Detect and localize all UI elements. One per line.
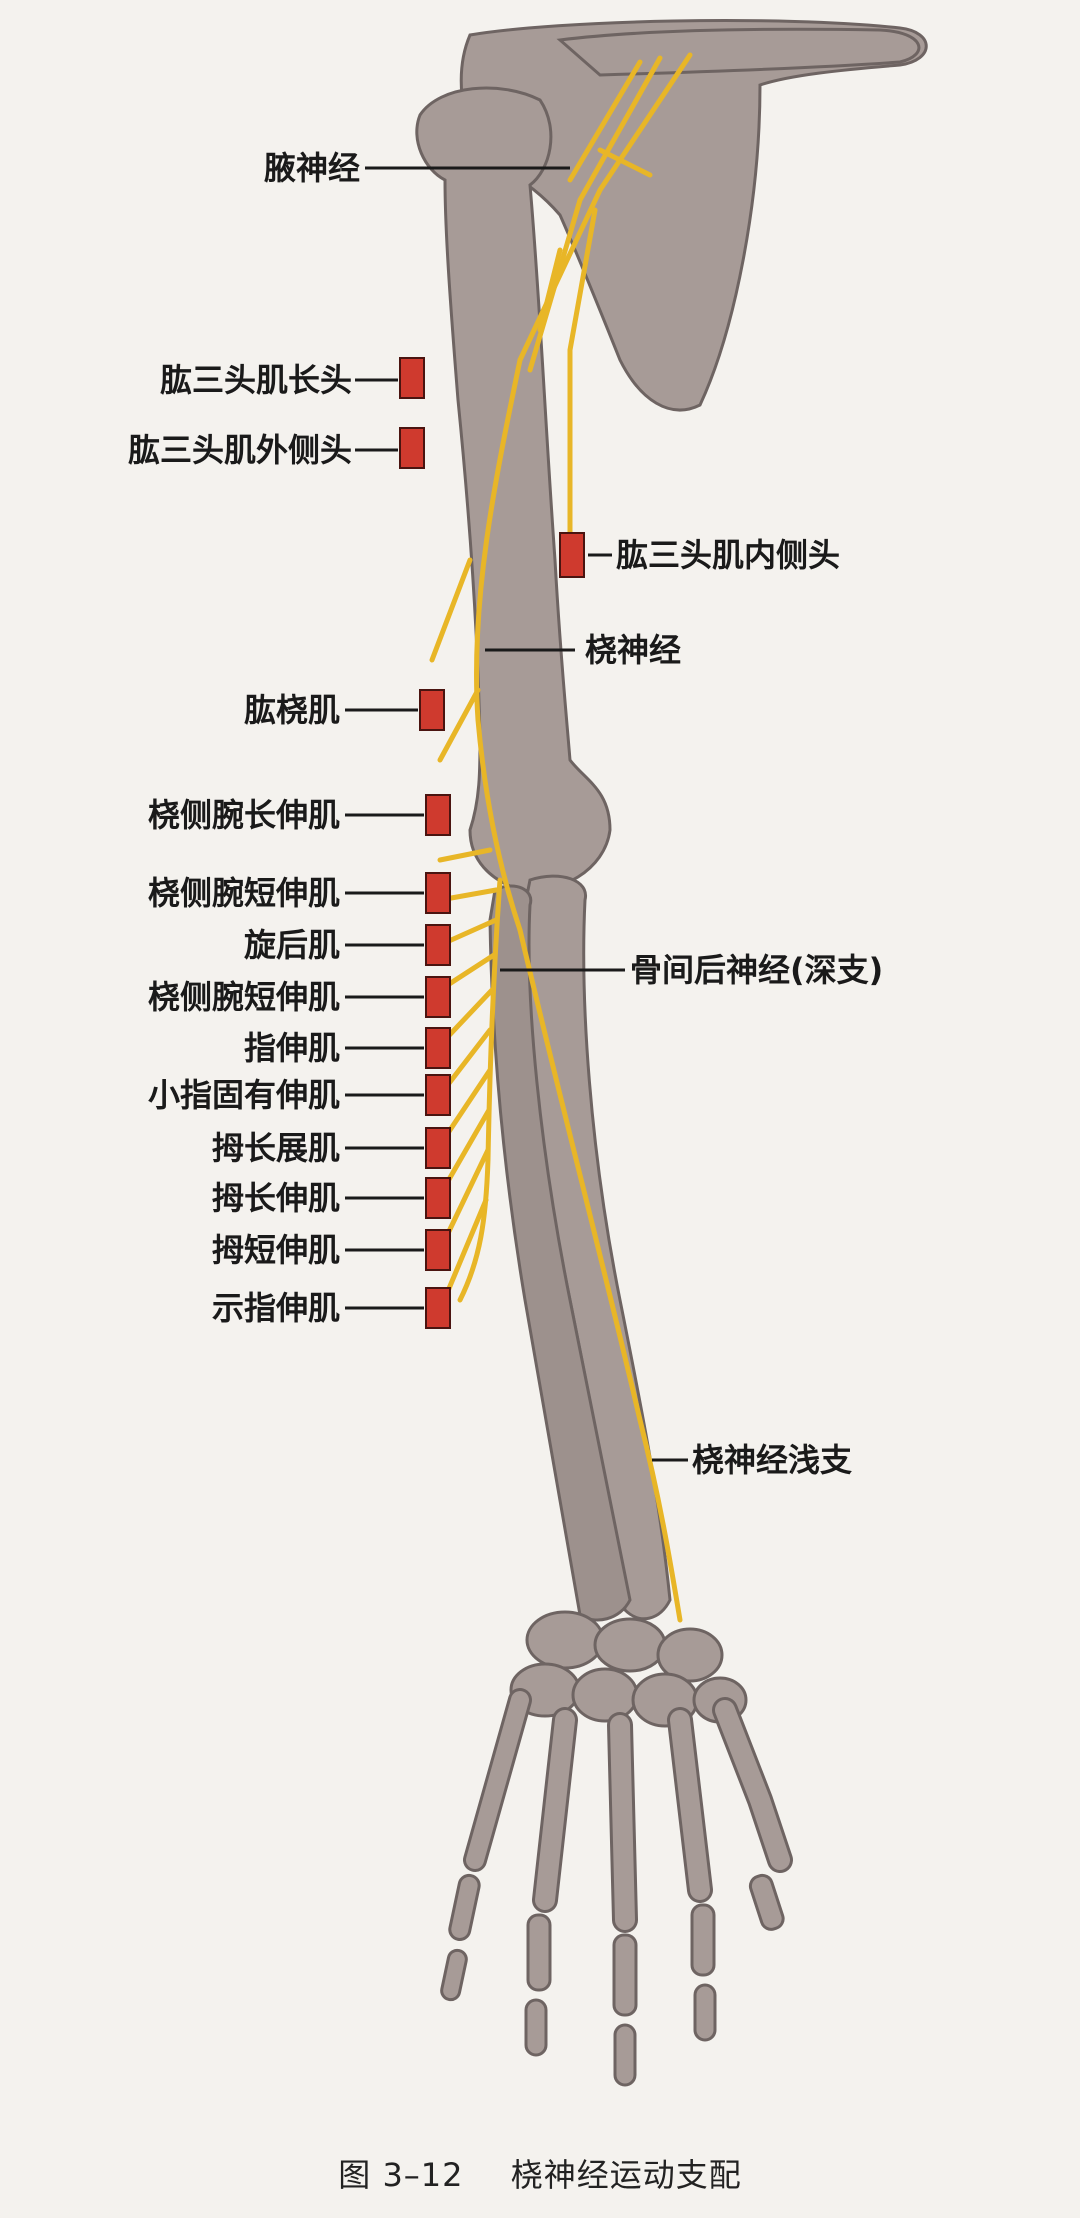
marker-triceps-lateral xyxy=(399,427,425,469)
marker-ext-digiti-minimi xyxy=(425,1074,451,1116)
clavicle xyxy=(556,27,921,77)
carpal-bones xyxy=(509,1610,748,1728)
muscle-markers xyxy=(399,357,585,1329)
deep-branch-path xyxy=(457,877,503,1303)
label-ext-digitorum: 指伸肌 xyxy=(243,1029,340,1067)
label-ext-indicis: 示指伸肌 xyxy=(211,1289,340,1327)
label-posterior-interosseous-nerve: 骨间后神经(深支) xyxy=(630,951,884,989)
label-triceps-long-head: 肱三头肌长头 xyxy=(159,361,352,399)
label-ecr-brevis-1: 桡侧腕短伸肌 xyxy=(147,874,340,912)
marker-ext-pollicis-longus xyxy=(425,1177,451,1219)
marker-ext-digitorum xyxy=(425,1027,451,1069)
label-ext-digiti-minimi: 小指固有伸肌 xyxy=(147,1076,340,1114)
marker-abd-pollicis-longus xyxy=(425,1127,451,1169)
label-triceps-medial-head: 肱三头肌内侧头 xyxy=(616,536,841,574)
marker-ext-indicis xyxy=(425,1287,451,1329)
figure-caption: 图 3–12 桡神经运动支配 xyxy=(0,2150,1080,2196)
label-triceps-lateral-head: 肱三头肌外侧头 xyxy=(127,431,352,469)
label-superficial-branch: 桡神经浅支 xyxy=(692,1441,853,1479)
label-ext-pollicis-brevis: 拇短伸肌 xyxy=(211,1231,340,1269)
superficial-branch-path xyxy=(517,927,683,1623)
radius xyxy=(488,884,632,1622)
marker-ext-pollicis-brevis xyxy=(425,1229,451,1271)
figure-number: 图 3–12 xyxy=(338,2156,464,2194)
label-ext-pollicis-longus: 拇长伸肌 xyxy=(211,1179,340,1217)
leader-lines xyxy=(345,166,688,1462)
label-abd-pollicis-longus: 拇长展肌 xyxy=(211,1129,340,1167)
label-ecr-brevis-2: 桡侧腕短伸肌 xyxy=(147,978,340,1016)
label-radial-nerve: 桡神经 xyxy=(585,631,682,669)
hand-bones xyxy=(440,1688,793,2087)
label-axillary-nerve: 腋神经 xyxy=(263,149,360,187)
marker-ecr-brevis-2 xyxy=(425,976,451,1018)
marker-ecr-longus xyxy=(425,794,451,836)
label-supinator: 旋后肌 xyxy=(243,926,340,964)
marker-triceps-long xyxy=(399,357,425,399)
label-ecr-longus: 桡侧腕长伸肌 xyxy=(147,796,340,834)
label-brachioradialis: 肱桡肌 xyxy=(243,691,340,729)
humerus xyxy=(415,86,612,893)
figure-title: 桡神经运动支配 xyxy=(510,2156,742,2194)
marker-triceps-medial xyxy=(559,532,585,578)
marker-brachioradialis xyxy=(419,689,445,731)
marker-ecr-brevis-1 xyxy=(425,872,451,914)
marker-supinator xyxy=(425,924,451,966)
